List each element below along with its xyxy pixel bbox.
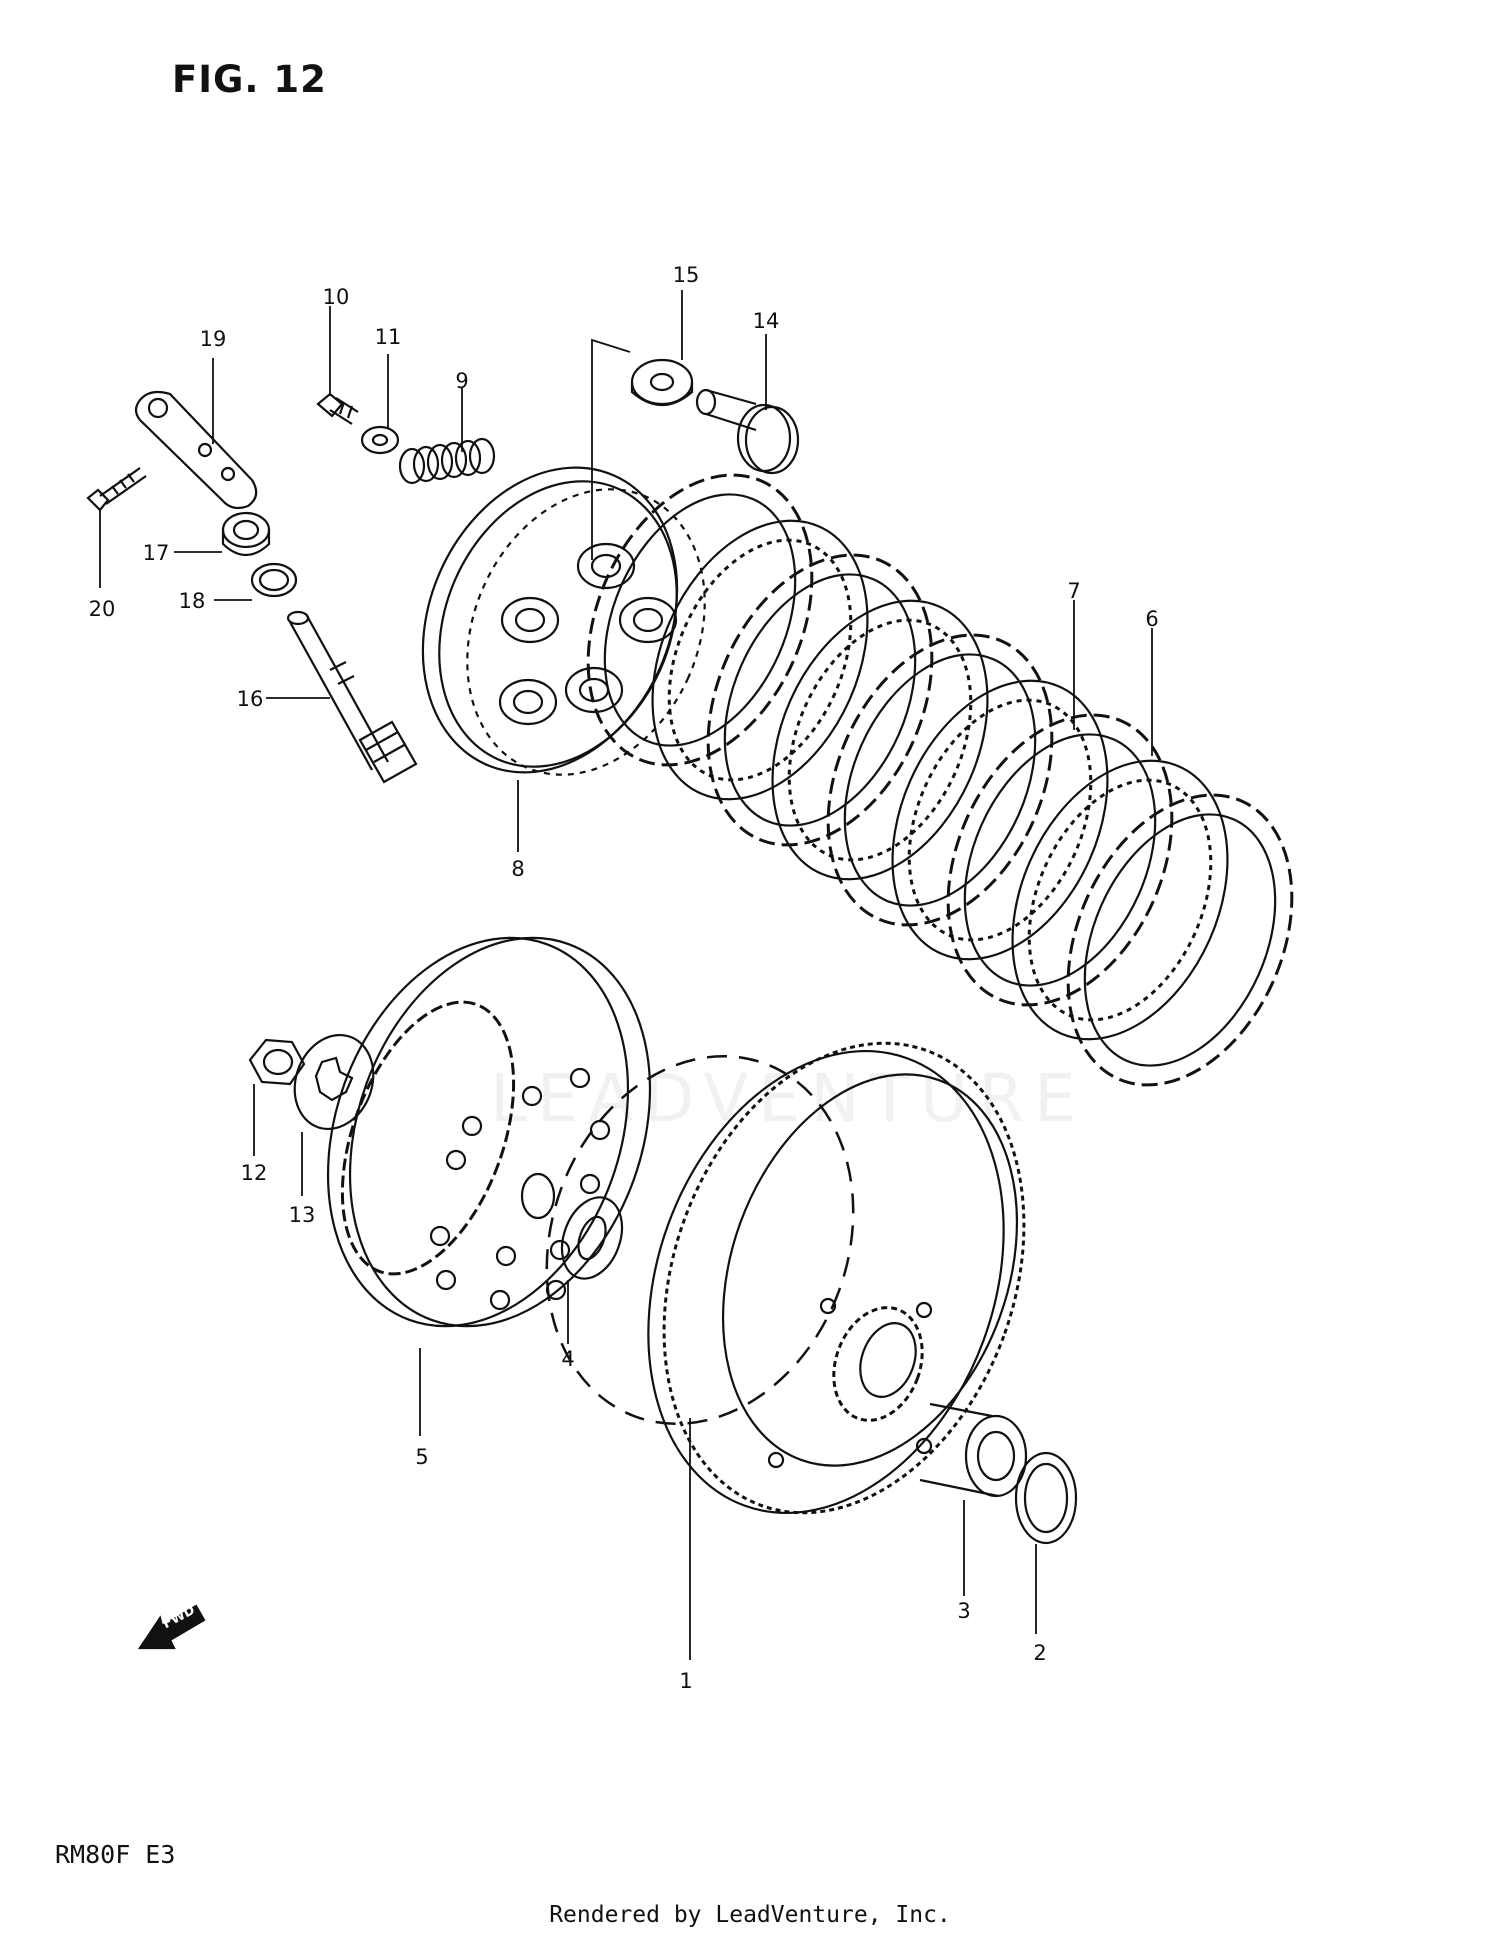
bolt-10-part: [316, 392, 359, 425]
clutch-plate: [651, 519, 869, 801]
primary-driven-gear-part: [545, 1041, 1026, 1515]
clutch-plate: [946, 713, 1174, 1007]
callout-labels: 1 2 3 4 5 6 7 8 9 10 11 12 13 14 15 16 1…: [89, 263, 1159, 1693]
clutch-plate: [826, 633, 1054, 927]
callout-10: 10: [323, 285, 350, 309]
washer-2-part: [1014, 1451, 1078, 1545]
o-ring-18-part: [250, 562, 298, 598]
figure-title: FIG. 12: [172, 58, 327, 101]
clutch-plate: [1066, 793, 1294, 1087]
clutch-spring-part: [398, 437, 496, 485]
callout-5: 5: [415, 1445, 428, 1469]
callout-17: 17: [143, 541, 170, 565]
callout-1: 1: [679, 1669, 692, 1693]
thrust-washer-4-part: [560, 1196, 624, 1280]
clutch-plate: [771, 599, 989, 881]
callout-19: 19: [200, 327, 227, 351]
bolt-20-part: [86, 467, 147, 512]
leader-lines: [99, 290, 1153, 1660]
lock-washer-part: [293, 1033, 375, 1131]
callout-9: 9: [455, 369, 468, 393]
callout-16: 16: [237, 687, 264, 711]
clutch-plate-stack: [586, 473, 1294, 1087]
callout-20: 20: [89, 597, 116, 621]
callout-6: 6: [1145, 607, 1158, 631]
callout-15: 15: [673, 263, 700, 287]
callout-7: 7: [1067, 579, 1080, 603]
clutch-plate: [586, 473, 814, 767]
model-code: RM80F E3: [55, 1840, 176, 1869]
callout-4: 4: [561, 1347, 574, 1371]
clutch-sleeve-hub-part: [326, 936, 652, 1328]
nut-12-part: [248, 1038, 306, 1086]
release-shaft-part: [286, 610, 418, 784]
pressure-disc-part: [421, 466, 706, 776]
callout-14: 14: [753, 309, 780, 333]
footer-credit: Rendered by LeadVenture, Inc.: [549, 1902, 951, 1928]
callout-3: 3: [957, 1599, 970, 1623]
washer-11-part: [360, 425, 400, 455]
callout-13: 13: [289, 1203, 316, 1227]
clutch-plate: [1011, 759, 1229, 1041]
forward-arrow-icon: [137, 1604, 206, 1650]
push-piece-part: [695, 388, 800, 475]
callout-11: 11: [375, 325, 402, 349]
washer-15-part: [630, 358, 694, 406]
clutch-plate: [706, 553, 934, 847]
callout-12: 12: [241, 1161, 268, 1185]
bushing-17-part: [221, 511, 271, 557]
callout-18: 18: [179, 589, 206, 613]
callout-8: 8: [511, 857, 524, 881]
spacer-3-part: [919, 1402, 1028, 1498]
callout-2: 2: [1033, 1641, 1046, 1665]
clutch-plate: [891, 679, 1109, 961]
release-arm-part: [134, 390, 258, 510]
